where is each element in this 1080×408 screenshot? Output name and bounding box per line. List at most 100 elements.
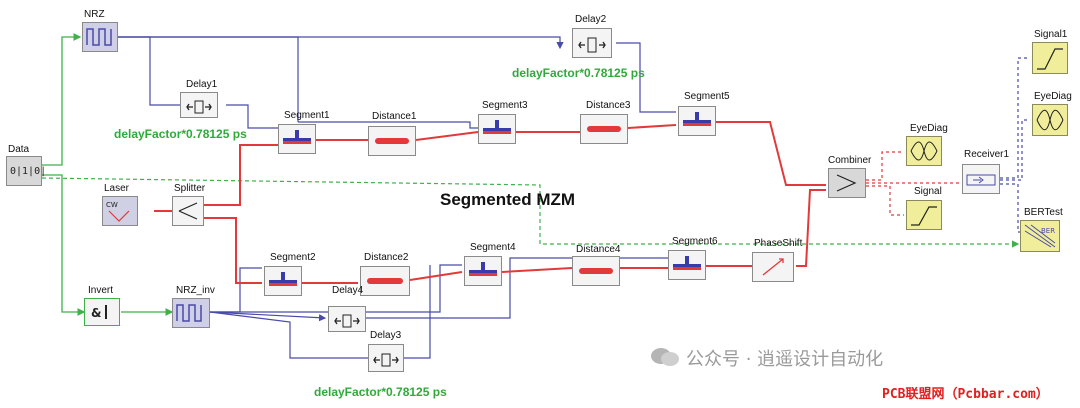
ber-test-icon: BER	[1024, 224, 1056, 248]
nrz-inv-label: NRZ_inv	[176, 285, 215, 296]
splitter-block[interactable]	[172, 196, 204, 226]
modulator-icon	[283, 130, 311, 144]
distance3-block[interactable]	[580, 114, 628, 144]
waveguide-icon	[367, 278, 403, 284]
eyediag1-label: EyeDiag	[910, 123, 948, 134]
delay2-label: Delay2	[575, 14, 607, 25]
distance4-label: Distance4	[576, 244, 621, 255]
segment2-block[interactable]	[264, 266, 302, 296]
delay-icon	[578, 37, 606, 53]
nrz-pulse-icon	[86, 28, 112, 46]
distance1-block[interactable]	[368, 126, 416, 156]
receiver-block[interactable]	[962, 164, 1000, 194]
eyediag2-block[interactable]	[1032, 104, 1068, 136]
modulator-icon	[269, 272, 297, 286]
distance4-block[interactable]	[572, 256, 620, 286]
svg-text:&: &	[91, 306, 101, 320]
wechat-watermark: 公众号 · 逍遥设计自动化	[686, 349, 884, 370]
svg-text:BER: BER	[1041, 227, 1055, 235]
svg-text:CW: CW	[106, 201, 118, 209]
combiner-icon	[836, 174, 857, 192]
logic-wires	[42, 33, 174, 316]
nrz-block[interactable]	[82, 22, 118, 52]
data-label: Data	[8, 144, 30, 155]
invert-logic-icon: &	[91, 305, 107, 320]
delay2-block[interactable]	[572, 28, 612, 58]
signal-small-label: Signal	[914, 186, 942, 197]
segment5-label: Segment5	[684, 91, 730, 102]
receiver-wires	[1000, 57, 1030, 233]
binary-icon: 0|1|0|	[10, 166, 47, 177]
delay4-block[interactable]	[328, 306, 366, 332]
photodiode-icon	[966, 174, 996, 186]
signal-ramp-icon	[911, 206, 937, 226]
waveguide-icon	[375, 138, 409, 144]
bertest-label: BERTest	[1024, 207, 1063, 218]
phase-shift-icon	[762, 258, 784, 276]
delay-note-top: delayFactor*0.78125 ps	[512, 66, 645, 80]
distance2-label: Distance2	[364, 252, 409, 263]
waveguide-icon	[587, 126, 621, 132]
modulator-icon	[673, 256, 701, 270]
segment4-block[interactable]	[464, 256, 502, 286]
modulator-icon	[683, 112, 711, 126]
splitter-icon	[178, 202, 198, 220]
distance2-block[interactable]	[360, 266, 410, 296]
receiver-label: Receiver1	[964, 149, 1010, 160]
reference-wire	[41, 177, 1020, 248]
combiner-block[interactable]	[828, 168, 866, 198]
waveguide-icon	[579, 268, 613, 274]
nrz-label: NRZ	[84, 9, 105, 20]
laser-label: Laser	[104, 183, 130, 194]
delay3-label: Delay3	[370, 330, 402, 341]
delay-note-bottom: delayFactor*0.78125 ps	[314, 385, 447, 399]
segment2-label: Segment2	[270, 252, 316, 263]
combiner-label: Combiner	[828, 155, 872, 166]
eyediag2-label: EyeDiag	[1034, 91, 1072, 102]
data-source-block[interactable]: 0|1|0|	[6, 156, 46, 186]
diagram-title: Segmented MZM	[440, 190, 576, 209]
signal1-block[interactable]	[1032, 42, 1068, 74]
segment3-label: Segment3	[482, 100, 528, 111]
delay1-label: Delay1	[186, 79, 218, 90]
signal-ramp-icon	[1037, 48, 1063, 70]
nrz-inv-block[interactable]	[172, 298, 210, 328]
laser-icon: CW	[106, 201, 130, 222]
eye-diagram-icon	[1036, 109, 1064, 131]
delay-icon	[373, 353, 399, 367]
optical-monitor-wires	[866, 151, 960, 216]
laser-block[interactable]: CW	[102, 196, 138, 226]
bertest-block[interactable]: BER	[1020, 220, 1060, 252]
segment6-block[interactable]	[668, 250, 706, 280]
eye-diagram-icon	[910, 141, 938, 161]
segment6-label: Segment6	[672, 236, 718, 247]
segment1-block[interactable]	[278, 124, 316, 154]
signal1-label: Signal1	[1034, 29, 1068, 40]
delay3-block[interactable]	[368, 344, 404, 372]
delay-icon	[186, 100, 212, 114]
phaseshift-block[interactable]	[752, 252, 794, 282]
nrz-pulse-icon	[176, 304, 202, 322]
modulator-icon	[483, 120, 511, 134]
signal-small-block[interactable]	[906, 200, 942, 230]
splitter-label: Splitter	[174, 183, 206, 194]
phaseshift-label: PhaseShift	[754, 238, 803, 249]
modulator-icon	[469, 262, 497, 276]
site-watermark: PCB联盟网（Pcbbar.com）	[882, 387, 1049, 402]
distance1-label: Distance1	[372, 111, 417, 122]
eyediag1-block[interactable]	[906, 136, 942, 166]
segment5-block[interactable]	[678, 106, 716, 136]
segment3-block[interactable]	[478, 114, 516, 144]
delay4-label: Delay4	[332, 285, 364, 296]
invert-label: Invert	[88, 285, 114, 296]
wechat-icon	[650, 346, 680, 368]
segment4-label: Segment4	[470, 242, 516, 253]
delay-icon	[334, 314, 360, 328]
distance3-label: Distance3	[586, 100, 631, 111]
invert-block[interactable]: &	[84, 298, 120, 326]
delay-note-mid: delayFactor*0.78125 ps	[114, 127, 247, 141]
segment1-label: Segment1	[284, 110, 330, 121]
delay1-block[interactable]	[180, 92, 218, 118]
